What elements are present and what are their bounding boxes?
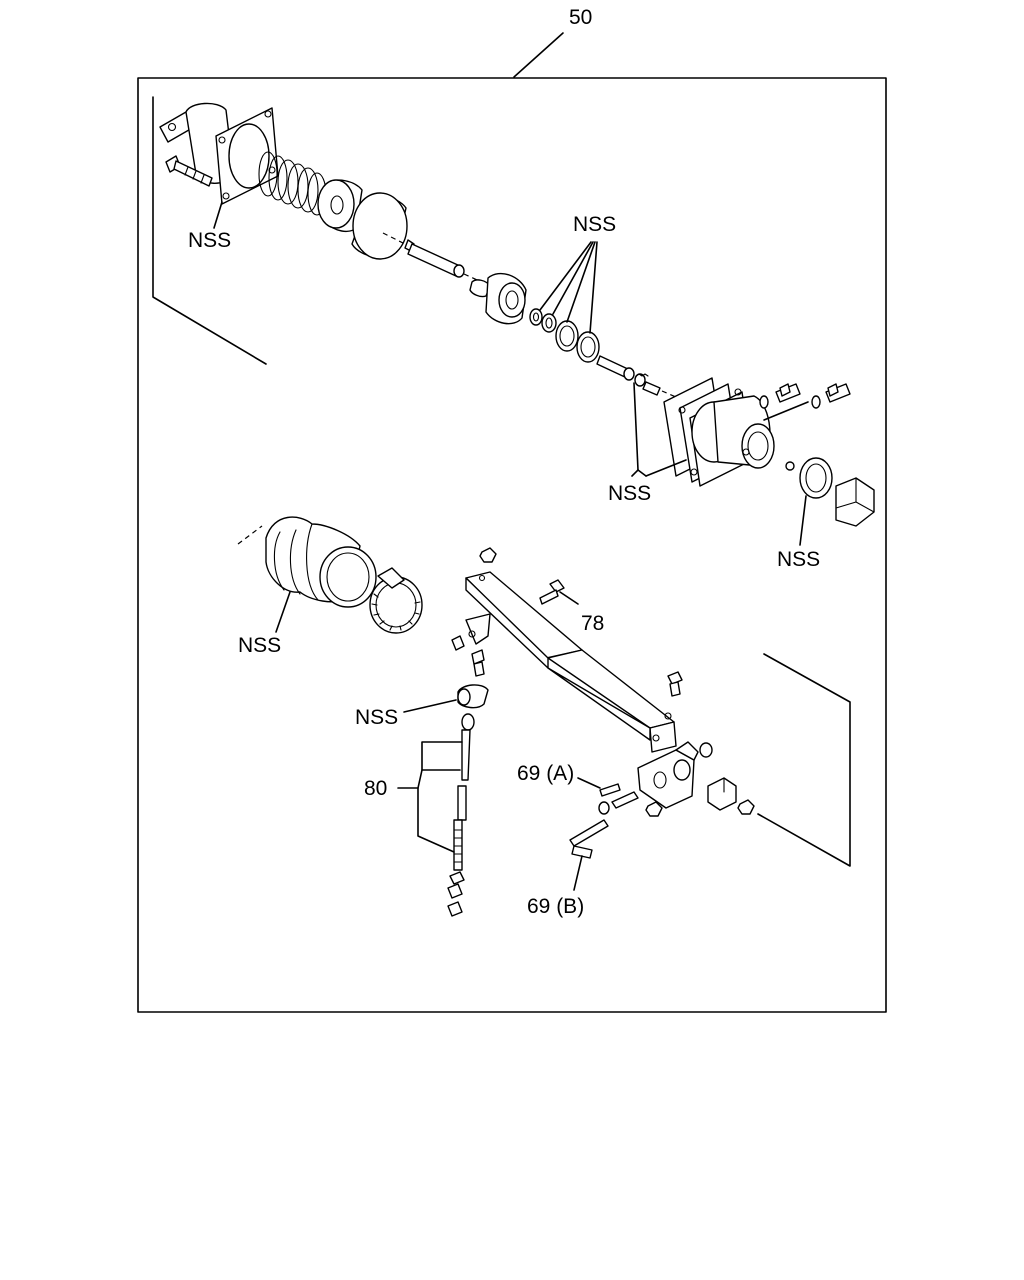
- return-spring: [258, 151, 327, 216]
- seal-set: [529, 308, 600, 363]
- leader-50: [513, 32, 564, 78]
- leader-78: [559, 591, 579, 605]
- section-bracket-top: [152, 96, 267, 365]
- label-nss-seals: NSS: [573, 213, 616, 236]
- leaders-nss-valve-body: [631, 382, 687, 477]
- clevis: [637, 741, 699, 809]
- leader-69a: [577, 777, 601, 789]
- label-nss-valve-body: NSS: [608, 482, 651, 505]
- cap: [457, 684, 489, 709]
- end-cap-flange: [159, 102, 279, 205]
- spring-seat: [317, 179, 363, 233]
- label-assembly-50: 50: [569, 6, 592, 29]
- leader-69b: [573, 855, 583, 891]
- label-69b: 69 (B): [527, 895, 584, 918]
- flange-bolt: [165, 155, 213, 187]
- hose-clamp: [369, 567, 423, 634]
- label-69a: 69 (A): [517, 762, 574, 785]
- drain-plug: [785, 457, 875, 527]
- check-valve: [596, 355, 677, 398]
- piston: [351, 192, 408, 260]
- label-nss-top-left: NSS: [188, 229, 231, 252]
- adjusting-rod: [447, 713, 475, 917]
- leaders-nss-seals: [539, 241, 598, 334]
- leader-nss-top-left: [213, 201, 223, 229]
- section-bracket-bottom: [757, 653, 851, 867]
- label-78: 78: [581, 612, 604, 635]
- valve-body: [663, 377, 775, 487]
- label-80: 80: [364, 777, 387, 800]
- leader-nss-plug: [799, 495, 807, 546]
- label-nss-plug: NSS: [777, 548, 820, 571]
- clevis-parts: [598, 742, 755, 817]
- label-nss-cap: NSS: [355, 706, 398, 729]
- leader-valve-ports: [763, 401, 809, 421]
- bracket-nut: [479, 547, 497, 563]
- valve-spool: [469, 272, 527, 325]
- lever-bracket: [465, 571, 677, 753]
- diagram-frame: [137, 77, 887, 1013]
- leader-80-bracket: [397, 741, 463, 853]
- label-nss-boot: NSS: [238, 634, 281, 657]
- small-bolt-right: [667, 671, 683, 697]
- leader-nss-boot: [275, 591, 291, 633]
- leader-nss-cap: [403, 699, 457, 713]
- bolt-78: [539, 579, 565, 605]
- pin-69b: [569, 791, 639, 859]
- pin-69a: [599, 783, 621, 797]
- small-bolts-left: [451, 635, 485, 677]
- rubber-boot: [237, 516, 377, 608]
- push-rod: [382, 232, 487, 285]
- bleed-fittings: [759, 383, 851, 409]
